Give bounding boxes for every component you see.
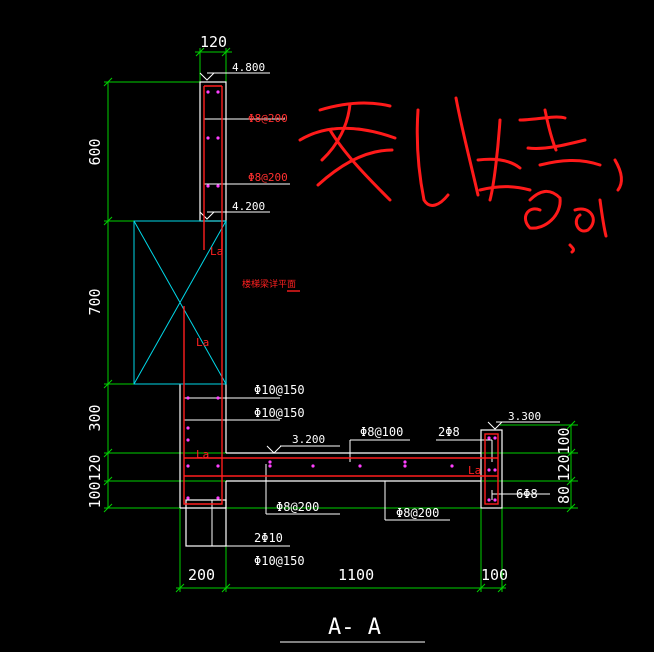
dim-v-120-left: 120: [86, 454, 104, 481]
elev-4200: 4.200: [232, 200, 265, 213]
elev-3300: 3.300: [508, 410, 541, 423]
rebar-label-slab-bottom-right: Φ8@200: [396, 506, 439, 520]
rebar-label-slab-top: Φ8@100: [360, 425, 403, 439]
la-label-1: La: [210, 245, 223, 258]
elev-4800: 4.800: [232, 61, 265, 74]
rebar-label-right-bottom: 6Φ8: [516, 487, 538, 501]
rebar-lines: [183, 85, 499, 505]
rebar-label-base-1: 2Φ10: [254, 531, 283, 545]
rebar-label-wall-1: Φ8@200: [248, 112, 288, 125]
embedded-beam-box: [133, 220, 227, 385]
vertical-dim-labels: 600 700 300 120 100 100 120 80: [86, 138, 573, 508]
dim-v-600: 600: [86, 138, 104, 165]
la-label-3: La: [196, 448, 209, 461]
dim-v-100-right: 100: [555, 427, 573, 454]
dim-v-700: 700: [86, 288, 104, 315]
rebar-dots: [186, 90, 497, 502]
dim-bottom-200: 200: [188, 566, 215, 584]
dim-v-120-right: 120: [555, 454, 573, 481]
la-label-2: La: [196, 336, 209, 349]
dim-v-80-right: 80: [555, 486, 573, 504]
handwritten-annotation: [298, 96, 624, 254]
la-label-4: La: [468, 464, 481, 477]
rebar-label-slab-bottom-left: Φ8@200: [276, 500, 319, 514]
dim-top-width: 120: [200, 33, 227, 51]
embed-note: 楼梯梁详平面: [242, 278, 296, 290]
section-title: A- A: [328, 615, 381, 640]
labels: 120 4.800 4.200 3.200 3.300 Φ8@200 Φ8@20…: [188, 33, 541, 640]
rebar-label-base-2: Φ10@150: [254, 554, 305, 568]
rebar-label-wall-2: Φ8@200: [248, 171, 288, 184]
dim-bottom-100: 100: [481, 566, 508, 584]
dim-v-100-left: 100: [86, 481, 104, 508]
rebar-label-col-2: Φ10@150: [254, 406, 305, 420]
rebar-label-slab-right: 2Φ8: [438, 425, 460, 439]
dim-v-300: 300: [86, 404, 104, 431]
elevation-markers: [184, 72, 560, 547]
rebar-label-col-1: Φ10@150: [254, 383, 305, 397]
dim-bottom-1100: 1100: [338, 566, 374, 584]
elev-3200: 3.200: [292, 433, 325, 446]
